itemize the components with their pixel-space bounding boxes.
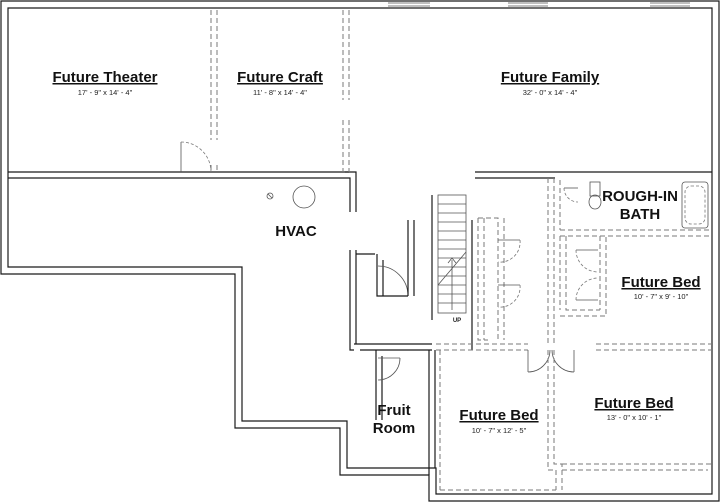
bath-fixtures [559, 180, 712, 237]
partition-walls [8, 10, 712, 212]
stair-label: UP [453, 318, 461, 324]
room-family-name: Future Family [501, 69, 600, 86]
lower-room-walls [375, 350, 712, 491]
room-craft-name: Future Craft [237, 69, 323, 86]
room-bed-bottom-name: Future Bed [594, 395, 673, 412]
closets [477, 178, 555, 344]
bed-right-walls [559, 236, 607, 317]
room-theater-dims: 17' - 9" x 14' - 4" [78, 88, 133, 97]
stairs [431, 194, 473, 350]
hvac-area [266, 185, 316, 209]
room-craft-dims: 11' - 8" x 14' - 4" [253, 88, 307, 97]
room-bed-right-dims: 10' - 7" x 9' - 10" [634, 292, 689, 301]
room-bed-bottom-dims: 13' - 0" x 10' - 1" [607, 413, 662, 422]
room-family-dims: 32' - 0" x 14' - 4" [523, 88, 578, 97]
room-bath-line1: ROUGH-IN [602, 188, 678, 205]
door-theater [180, 141, 212, 173]
room-bed-right-name: Future Bed [621, 274, 700, 291]
window-marks [388, 2, 690, 7]
room-theater-name: Future Theater [52, 69, 157, 86]
room-fruit-line1: Fruit [377, 402, 410, 419]
hall-bottom-walls [354, 343, 712, 351]
bed-doors [527, 349, 575, 373]
hvac-walls [349, 220, 415, 351]
room-bed-center-dims: 10' - 7" x 12' - 5" [472, 426, 527, 435]
room-fruit-line2: Room [373, 420, 416, 437]
room-bath-line2: BATH [620, 206, 661, 223]
room-bed-center-name: Future Bed [459, 407, 538, 424]
room-hvac-name: HVAC [275, 223, 317, 240]
